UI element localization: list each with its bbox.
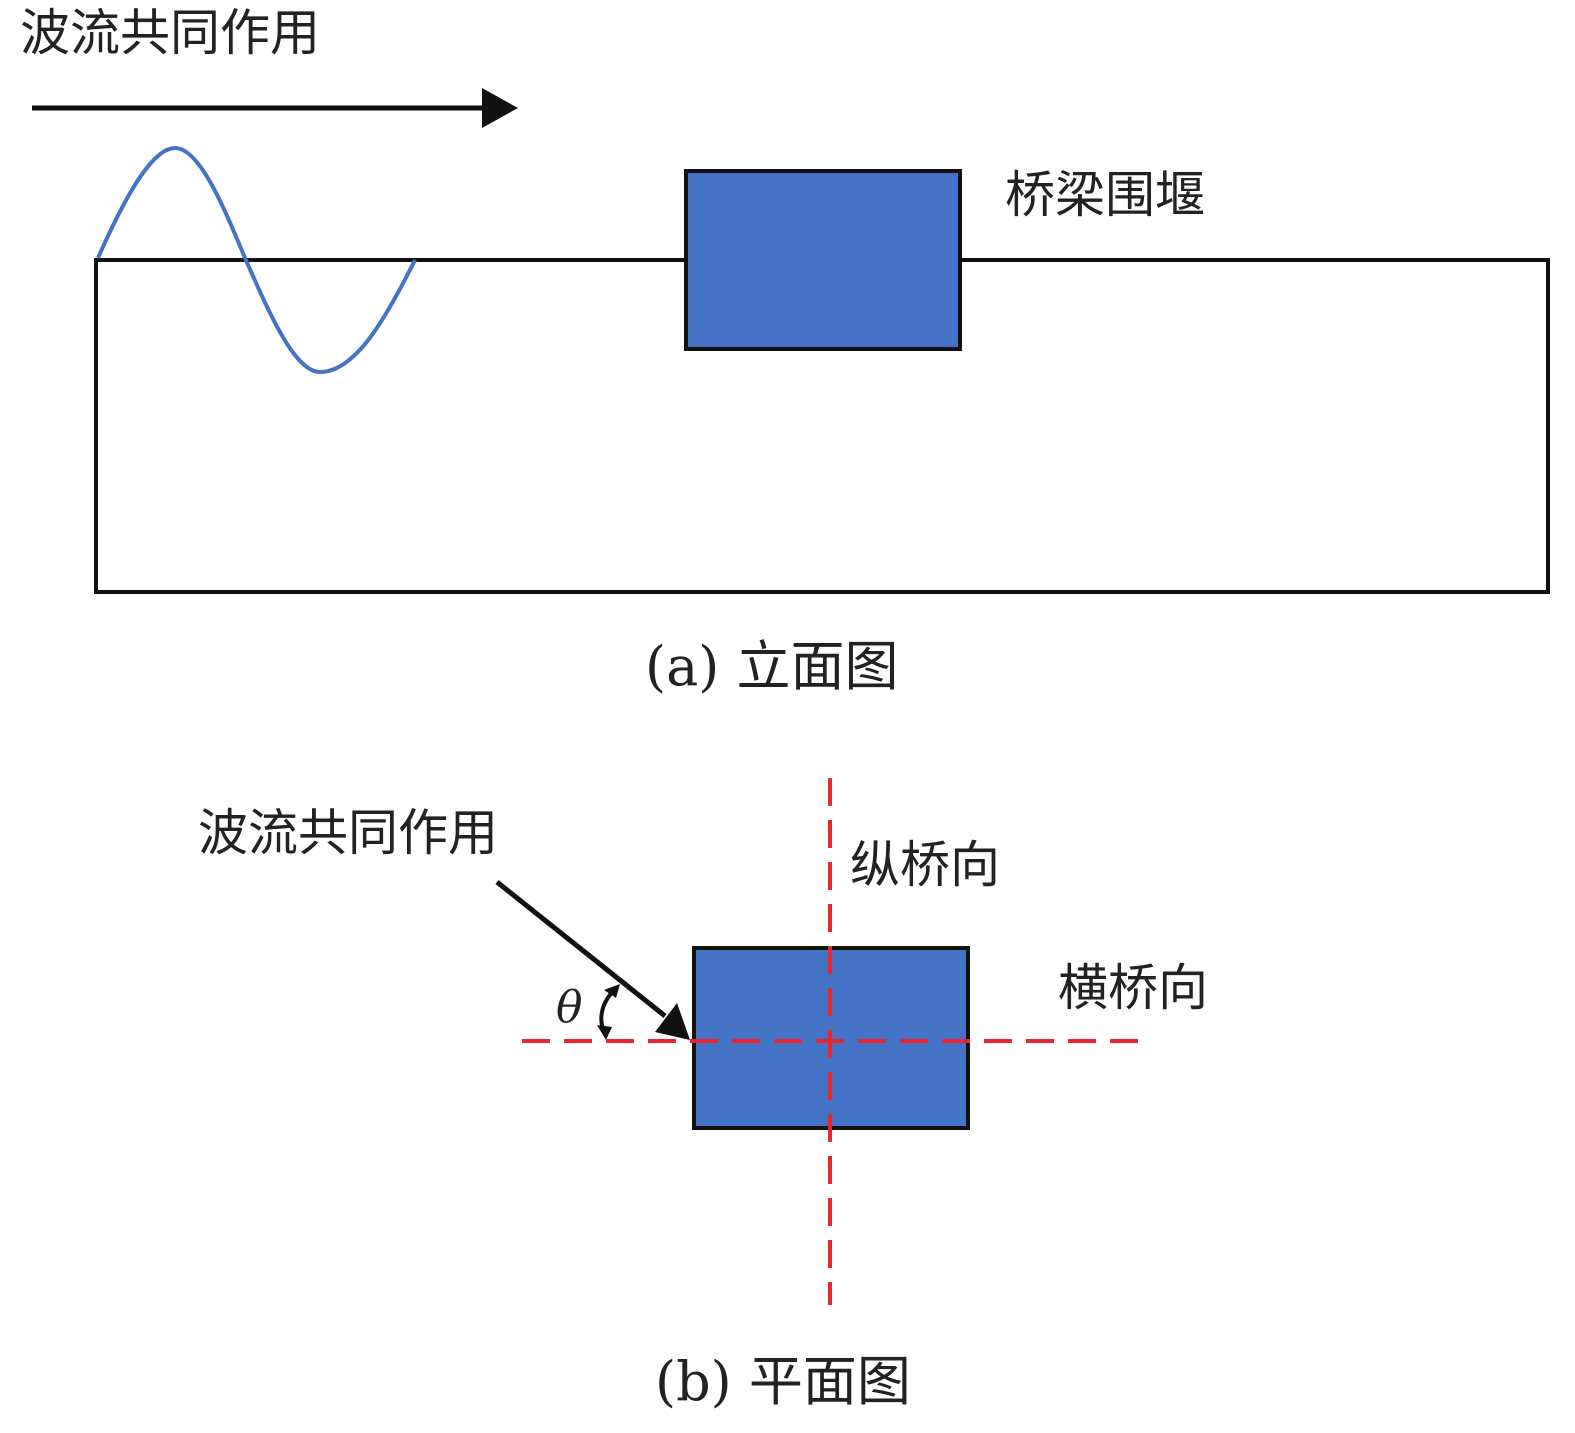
load-arrowhead-icon: [655, 1003, 690, 1040]
longitudinal-label: 纵桥向: [850, 836, 1000, 894]
flow-arrowhead-icon: [482, 88, 518, 128]
elevation-load-label: 波流共同作用: [20, 4, 320, 62]
elevation-caption: (a) 立面图: [645, 635, 899, 698]
angle-arrow-top-icon: [604, 984, 620, 998]
cofferdam-elevation: [684, 169, 962, 351]
angle-arrow-bottom-icon: [597, 1025, 612, 1040]
cofferdam-label: 桥梁围堰: [1005, 166, 1205, 224]
wave-curve: [96, 145, 417, 375]
load-direction-arrow: [495, 880, 667, 1018]
plan-load-label: 波流共同作用: [198, 804, 498, 862]
plan-caption: (b) 平面图: [655, 1350, 911, 1413]
angle-theta-label: θ: [556, 982, 583, 1033]
transverse-label: 横桥向: [1058, 959, 1208, 1017]
